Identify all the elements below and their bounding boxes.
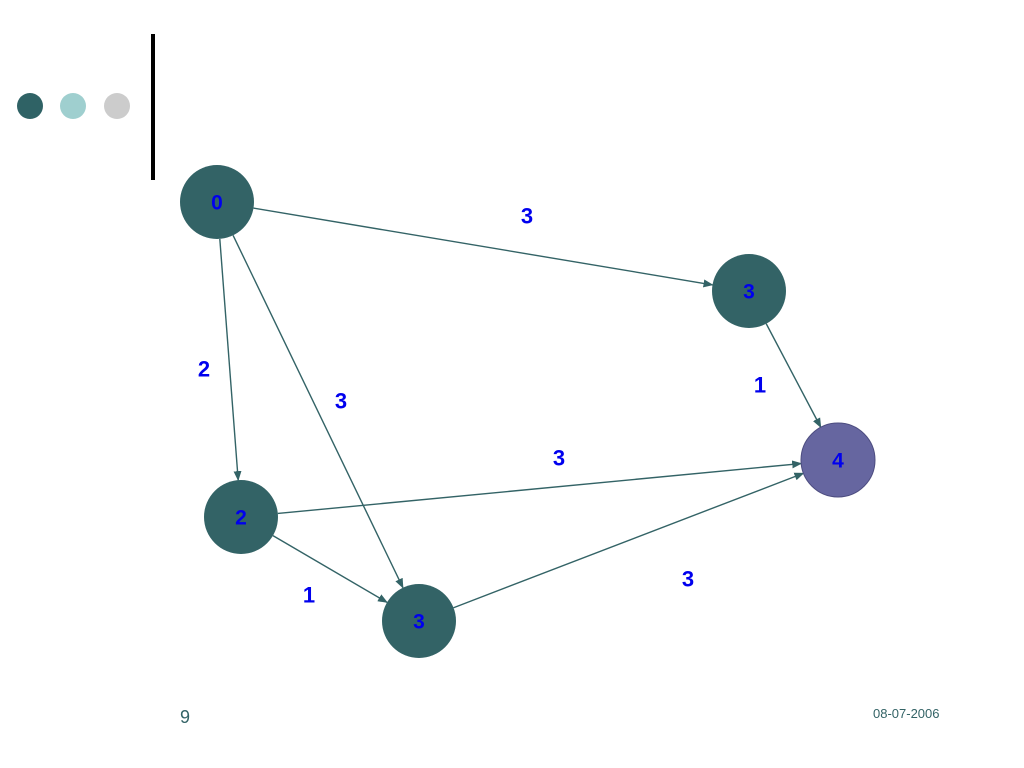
edge-weight-label: 2: [198, 357, 210, 382]
title-divider-bar: [151, 34, 155, 180]
graph-node: 3: [712, 254, 786, 328]
edge--4: [277, 460, 803, 515]
graph-node: 4: [800, 422, 876, 498]
node-label: 3: [413, 611, 425, 634]
node-circle: [382, 584, 456, 658]
edge--3a: [253, 207, 714, 288]
node-circle: [180, 165, 254, 239]
bullet-dot-light: [60, 93, 86, 119]
node-label: 2: [235, 507, 247, 530]
node-circle: [204, 480, 278, 554]
edge--3b: [272, 535, 388, 603]
node-circle: [712, 254, 786, 328]
graph-node: 3: [382, 584, 456, 658]
target-node-circle: [800, 422, 876, 498]
graph-node: 0: [180, 165, 254, 239]
edge-b-4: [453, 472, 805, 609]
node-label: 0: [211, 192, 223, 215]
edge-weight-label: 3: [335, 389, 347, 414]
edge-weight-label: 1: [303, 583, 315, 608]
slide-number: 9: [180, 707, 191, 727]
edge-weight-label: 3: [521, 204, 533, 229]
edge-weight-label: 3: [682, 567, 694, 592]
bullet-dot-dark: [17, 93, 43, 119]
slide-date: 08-07-2006: [873, 706, 940, 721]
edge-a-4: [765, 323, 822, 429]
node-label: 4: [832, 450, 844, 473]
edge-weight-label: 1: [754, 373, 766, 398]
node-label: 3: [743, 281, 755, 304]
graph-node: 2: [204, 480, 278, 554]
bullet-dot-gray: [104, 93, 130, 119]
edge-weight-label: 3: [553, 446, 565, 471]
edge--2: [219, 238, 242, 482]
edge--3b: [232, 235, 404, 589]
